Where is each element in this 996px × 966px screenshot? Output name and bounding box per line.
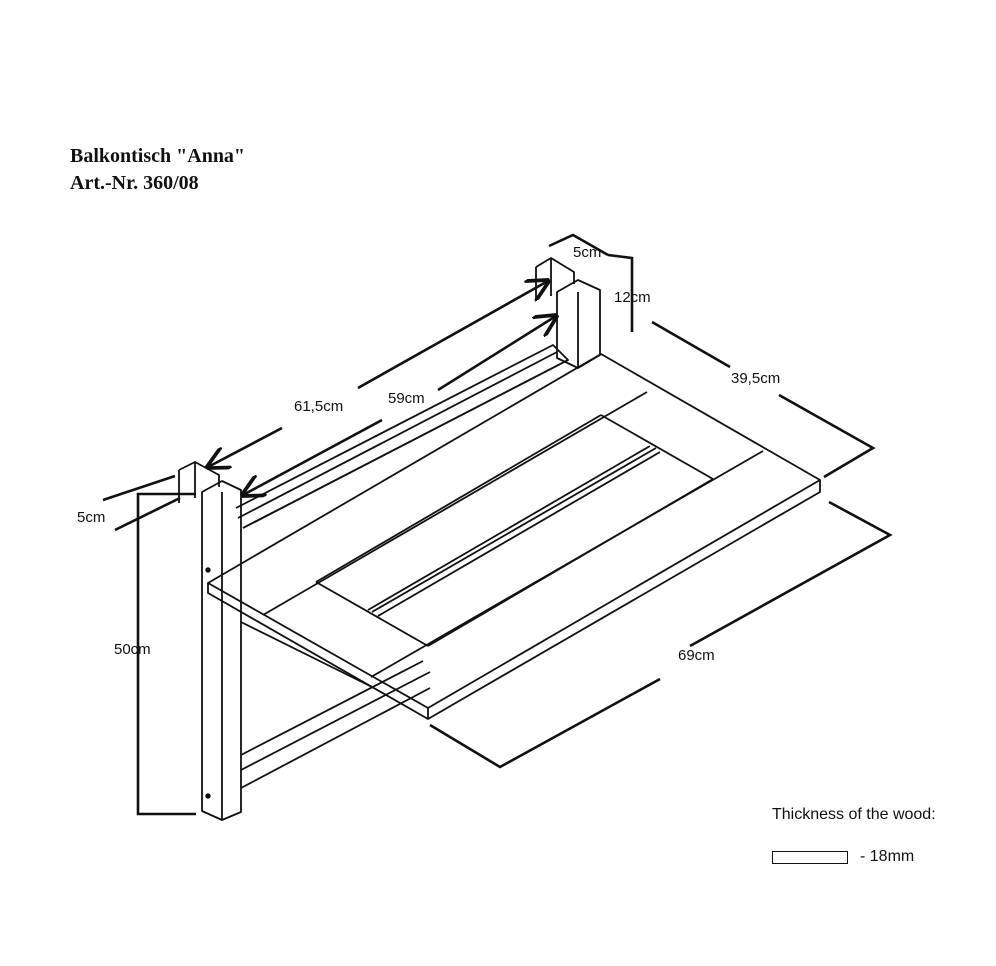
- table-top-thickness: [207, 480, 821, 720]
- top-slats: [315, 414, 714, 647]
- label-inner-length: 59cm: [388, 390, 425, 407]
- legend-value: - 18mm: [860, 848, 915, 865]
- dim-top-height: [607, 253, 634, 332]
- label-leg-height: 50cm: [114, 641, 151, 658]
- label-top-height: 12cm: [614, 289, 651, 306]
- label-table-length: 69cm: [678, 647, 715, 664]
- dim-leg-height: [136, 492, 196, 816]
- left-hook: [178, 461, 220, 503]
- top-board-end-a: [315, 581, 429, 647]
- brace-upper: [240, 621, 373, 688]
- label-depth: 39,5cm: [731, 370, 780, 387]
- wood-thickness-swatch: [772, 850, 848, 864]
- back-rail-lower: [242, 359, 569, 529]
- label-top-width: 5cm: [573, 244, 601, 261]
- legend-row: - 18mm: [772, 846, 914, 868]
- dim-top-width: [548, 233, 609, 257]
- label-side-width: 5cm: [77, 509, 105, 526]
- screw-top: [205, 567, 211, 573]
- dimension-labels: 5cm 12cm 39,5cm 61,5cm 59cm 5cm 50cm 69c…: [77, 244, 780, 664]
- left-post: [201, 480, 242, 821]
- top-board-end-b: [600, 414, 714, 480]
- back-rail-edge: [237, 351, 558, 519]
- dimension-lines: [102, 233, 893, 816]
- dim-outer-length-b: [357, 281, 548, 390]
- right-hook: [535, 257, 575, 300]
- dim-table-length-b: [429, 677, 661, 769]
- dim-inner-length-a: [243, 418, 383, 495]
- dim-side-width: [102, 474, 181, 532]
- table-structure: [178, 257, 821, 821]
- lower-rail: [240, 660, 431, 789]
- dim-outer-length-a: [208, 426, 283, 467]
- article-number: Art.-Nr. 360/08: [70, 172, 199, 194]
- title-block: Balkontisch "Anna" Art.-Nr. 360/08: [70, 143, 245, 197]
- screw-bottom: [205, 793, 211, 799]
- top-board-left: [262, 391, 648, 616]
- dim-table-length-a: [689, 500, 893, 648]
- dim-inner-length-b: [437, 316, 556, 392]
- top-slat-lines: [367, 445, 661, 617]
- legend-title: Thickness of the wood:: [772, 806, 936, 823]
- label-outer-length: 61,5cm: [294, 398, 343, 415]
- product-name: Balkontisch "Anna": [70, 145, 246, 167]
- dim-depth: [651, 320, 876, 479]
